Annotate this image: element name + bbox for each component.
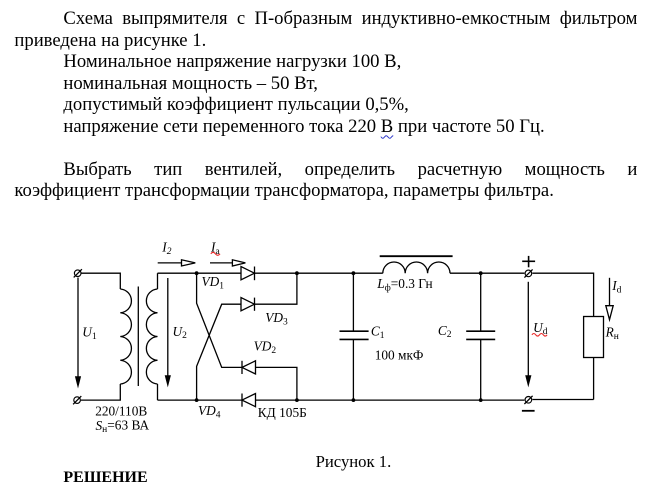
svg-text:I2: I2 xyxy=(161,240,171,257)
svg-text:VD1: VD1 xyxy=(202,274,225,291)
svg-text:VD3: VD3 xyxy=(265,310,288,327)
svg-text:Sн=63 ВА: Sн=63 ВА xyxy=(96,418,150,436)
svg-text:Lф=0.3 Гн: Lф=0.3 Гн xyxy=(376,276,432,294)
svg-text:Rн: Rн xyxy=(605,324,619,341)
svg-text:220/110В: 220/110В xyxy=(95,403,147,418)
svg-text:C1: C1 xyxy=(371,324,385,341)
svg-text:U1: U1 xyxy=(82,324,97,341)
svg-text:VD4: VD4 xyxy=(198,403,221,420)
svg-text:U2: U2 xyxy=(173,324,188,341)
svg-text:Iа: Iа xyxy=(210,240,220,257)
svg-text:C2: C2 xyxy=(438,323,452,340)
svg-text:VD2: VD2 xyxy=(254,339,277,356)
svg-text:Id: Id xyxy=(611,278,621,295)
svg-text:100 мкФ: 100 мкФ xyxy=(375,347,424,362)
svg-text:КД 105Б: КД 105Б xyxy=(258,405,307,420)
